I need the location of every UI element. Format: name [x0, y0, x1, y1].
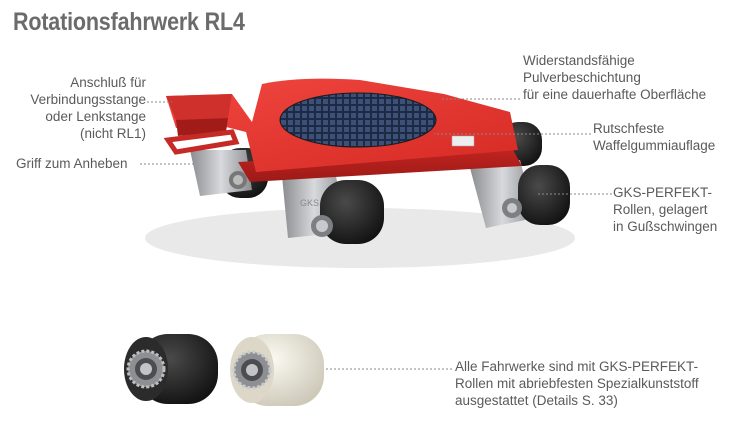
callout-rollers-line: Rollen, gelagert [613, 202, 708, 217]
callout-rollers-line: in Gußschwingen [613, 219, 718, 234]
callout-rubber-line: Rutschfeste [593, 121, 665, 136]
callout-rollers: GKS-PERFEKT- Rollen, gelagert in Gußschw… [613, 184, 717, 235]
svg-text:GKS: GKS [300, 198, 319, 208]
waffle-rubber-pad [280, 93, 436, 147]
callout-coupling-line: Verbindungsstange [30, 92, 146, 107]
leader-lines [140, 98, 612, 370]
callout-coupling-line: Anschluß für [70, 75, 146, 90]
callout-coupling: Anschluß für Verbindungsstange oder Lenk… [12, 74, 146, 142]
callout-roller-note-line: Rollen mit abriebfesten Spezialkunststof… [455, 376, 699, 391]
callout-rubber-line: Waffelgummiauflage [593, 138, 716, 153]
front-middle-roller-assembly: GKS [282, 176, 384, 244]
callout-roller-note: Alle Fahrwerke sind mit GKS-PERFEKT- Rol… [455, 358, 699, 409]
callout-coating-line: Pulverbeschichtung [523, 70, 641, 85]
callout-roller-note-line: Alle Fahrwerke sind mit GKS-PERFEKT- [455, 359, 699, 374]
callout-coupling-line: (nicht RL1) [79, 126, 146, 141]
black-roller-sample [124, 334, 218, 404]
callout-coating: Widerstandsfähige Pulverbeschichtung für… [523, 52, 706, 103]
front-right-roller-assembly [470, 160, 570, 228]
callout-rubber: Rutschfeste Waffelgummiauflage [593, 120, 715, 154]
callout-coating-line: Widerstandsfähige [523, 53, 635, 68]
callout-coating-line: für eine dauerhafte Oberfläche [523, 87, 707, 102]
callout-roller-note-line: ausgestattet (Details S. 33) [455, 393, 618, 408]
left-swing-bracket [190, 150, 252, 196]
frame-side [238, 148, 522, 182]
callout-handle-line: Griff zum Anheben [16, 156, 128, 171]
white-roller-sample [230, 334, 324, 406]
page-title: Rotationsfahrwerk RL4 [13, 8, 245, 36]
callout-handle: Griff zum Anheben [16, 155, 128, 172]
callout-coupling-line: oder Lenkstange [45, 109, 146, 124]
lift-handle [163, 129, 240, 155]
turntable-frame [163, 78, 518, 172]
callout-rollers-line: GKS-PERFEKT- [613, 185, 713, 200]
